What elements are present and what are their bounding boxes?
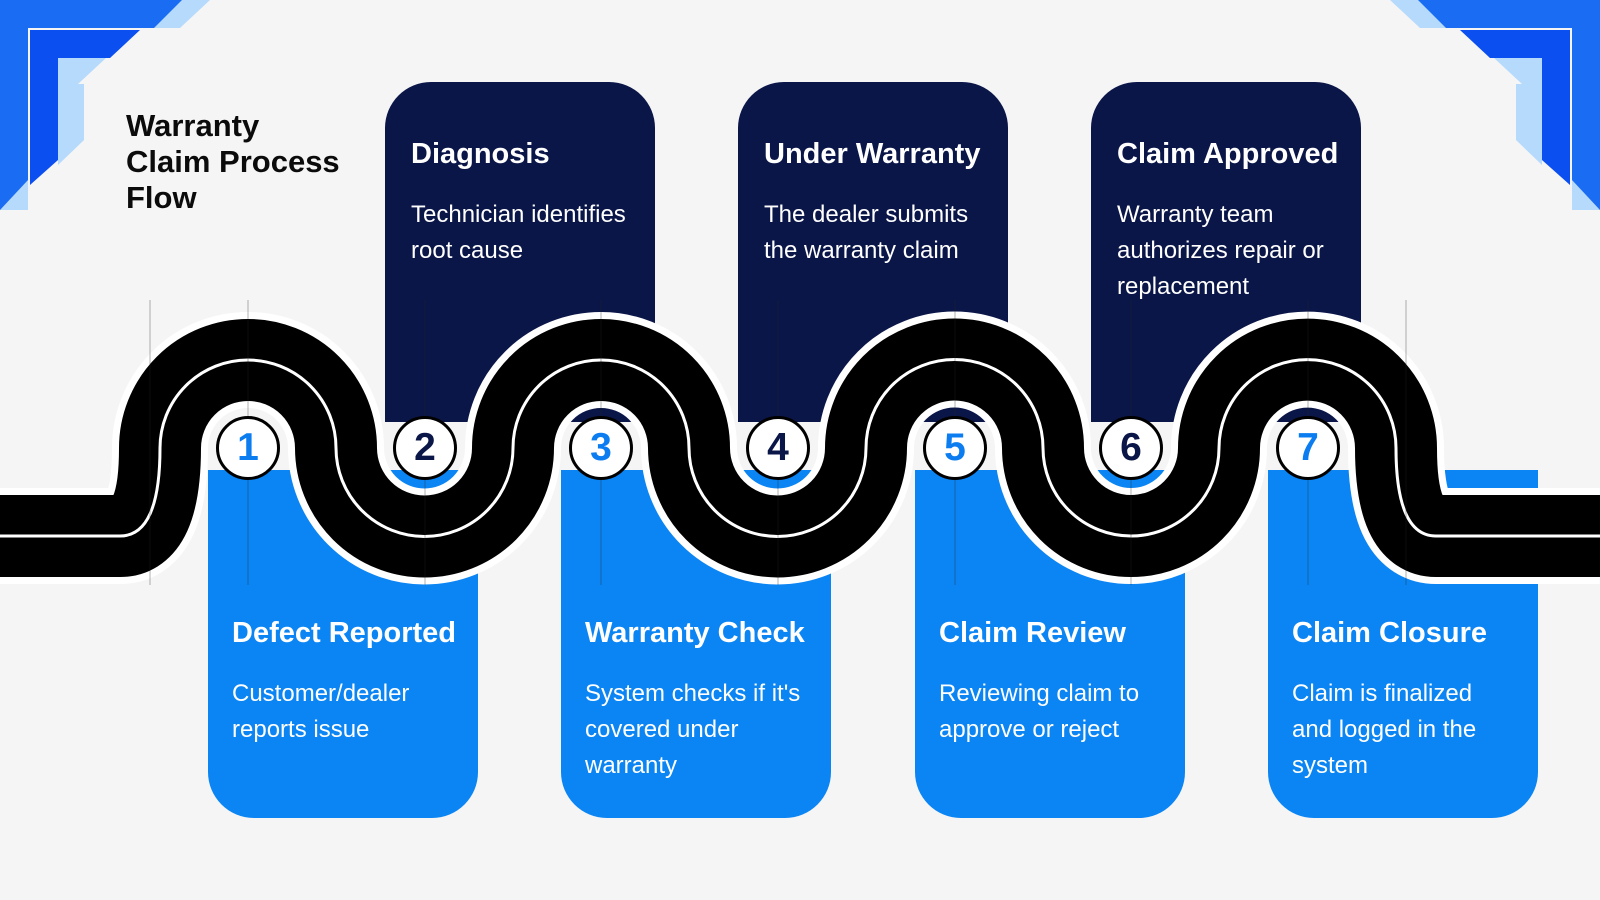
corner-chevron-top-right	[1390, 0, 1600, 210]
step-number-badge-7: 7	[1276, 416, 1340, 480]
step-card-2: Diagnosis Technician identifies root cau…	[385, 82, 655, 422]
step-description: Customer/dealer reports issue	[232, 680, 410, 743]
step-number-badge-6: 6	[1099, 416, 1163, 480]
step-description: Reviewing claim to approve or reject	[939, 680, 1140, 743]
diagram-title-line: Claim Process	[126, 144, 340, 179]
diagram-title-line: Flow	[126, 180, 197, 215]
step-card-1: Defect Reported Customer/dealer reports …	[208, 470, 478, 818]
step-title: Diagnosis	[411, 138, 550, 170]
step-title: Under Warranty	[764, 138, 981, 170]
step-title: Claim Closure	[1292, 617, 1487, 649]
step-description: System checks if it's covered under warr…	[585, 680, 801, 779]
step-description: Warranty team authorizes repair or repla…	[1117, 201, 1324, 300]
step-description: Technician identifies root cause	[411, 201, 626, 264]
diagram-title-line: Warranty	[126, 108, 260, 143]
corner-chevron-top-left	[0, 0, 210, 210]
step-title: Claim Review	[939, 617, 1126, 649]
step-title: Warranty Check	[585, 617, 805, 649]
step-title: Defect Reported	[232, 617, 456, 649]
step-description: Claim is finalized and logged in the sys…	[1292, 680, 1477, 779]
step-number-badge-5: 5	[923, 416, 987, 480]
step-title: Claim Approved	[1117, 138, 1339, 170]
step-number-badge-3: 3	[569, 416, 633, 480]
step-number-badge-2: 2	[393, 416, 457, 480]
step-description: The dealer submits the warranty claim	[764, 201, 969, 264]
step-number-badge-1: 1	[216, 416, 280, 480]
step-number-badge-4: 4	[746, 416, 810, 480]
